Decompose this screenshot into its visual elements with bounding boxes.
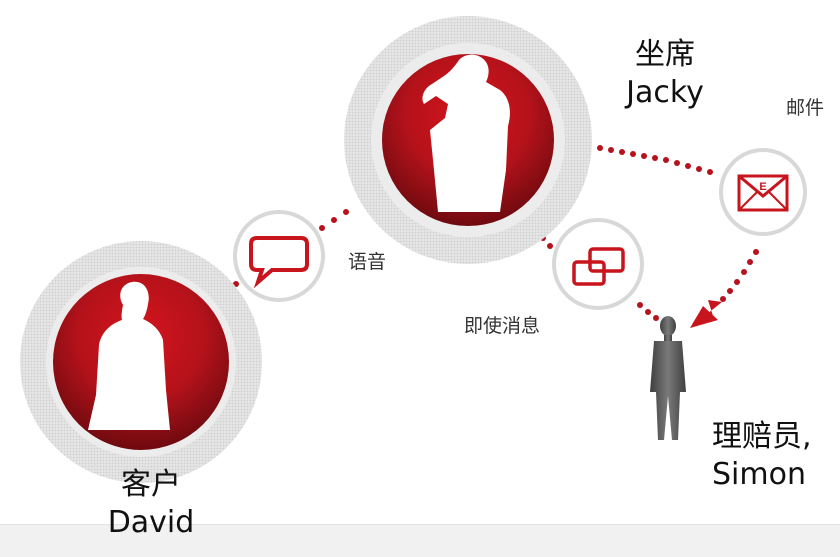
customer-title: 客户 xyxy=(121,467,181,502)
customer-node xyxy=(20,241,262,483)
agent-node xyxy=(344,16,592,264)
envelope-icon: E xyxy=(737,174,789,212)
customer-name: David xyxy=(107,505,195,540)
adjuster-title: 理赔员, xyxy=(712,419,812,454)
voice-label: 语音 xyxy=(348,251,387,273)
chat-bubble-icon xyxy=(249,236,309,289)
arrow-to-adjuster-icon xyxy=(692,300,722,326)
im-channel-node xyxy=(552,218,644,310)
envelope-letter: E xyxy=(759,181,766,193)
agent-name: Jacky xyxy=(626,75,704,110)
connector-voice-agent xyxy=(319,209,349,231)
connector-agent-email xyxy=(597,145,713,175)
customer-silhouette-icon xyxy=(88,281,170,430)
bottom-bar xyxy=(0,524,840,557)
instant-message-label: 即使消息 xyxy=(464,315,541,337)
windows-icon xyxy=(572,247,625,286)
adjuster-name: Simon xyxy=(712,457,806,492)
agent-silhouette-icon xyxy=(422,54,510,212)
arrow-head xyxy=(690,306,718,328)
voice-channel-node xyxy=(233,210,325,302)
agent-title: 坐席 xyxy=(635,37,695,72)
adjuster-person-icon xyxy=(650,316,686,440)
email-channel-node: E xyxy=(719,148,807,236)
email-label: 邮件 xyxy=(786,97,825,119)
connector-email-adjuster xyxy=(720,249,759,302)
